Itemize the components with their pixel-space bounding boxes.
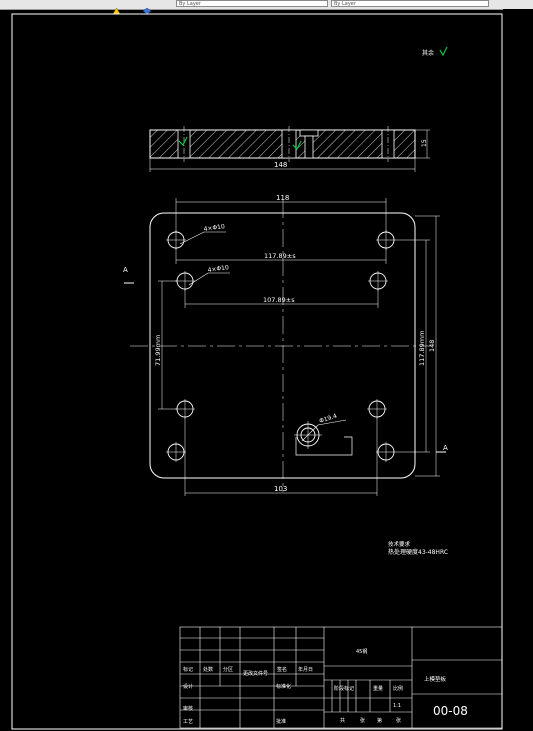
title-block-part-name: 上模垫板	[424, 675, 447, 683]
section-label-left: A	[123, 266, 128, 274]
svg-text:设计: 设计	[183, 683, 193, 690]
section-label-right: A	[443, 444, 448, 452]
svg-text:148: 148	[274, 161, 287, 169]
svg-text:标准化: 标准化	[276, 683, 291, 690]
slot-outline	[295, 436, 353, 456]
svg-text:比例: 比例	[393, 685, 403, 692]
dim-top-width-text: 118	[276, 194, 289, 202]
svg-text:分区: 分区	[223, 666, 233, 673]
dim-side-thickness: 15	[415, 129, 430, 159]
dim-side-length: 148	[149, 158, 416, 172]
title-block-material: 45钢	[356, 648, 367, 655]
dim-inner-width-1-text: 117.89±s	[264, 252, 296, 260]
svg-text:工艺: 工艺	[183, 719, 193, 725]
title-block-text: 标记 处数 分区 更改文件号 签名 年月日 设计 标准化 审核 工艺 批准 阶段…	[183, 666, 403, 725]
dim-bottom-width	[184, 418, 378, 496]
dim-bottom-width-text: 103	[274, 485, 287, 493]
svg-text:审核: 审核	[183, 705, 193, 712]
dim-top-width	[175, 198, 387, 232]
tech-notes-line-1: 热处理硬度43-48HRC	[388, 548, 448, 556]
toolbar: By Layer By Layer	[0, 0, 533, 15]
svg-text:张: 张	[360, 717, 365, 724]
dim-inner-width-1	[175, 248, 387, 264]
dim-right-height-2-text: 148	[428, 340, 436, 352]
svg-text:共: 共	[340, 717, 345, 724]
hole-note-2: 4×Φ10	[207, 264, 229, 274]
roughness-symbol-icon	[439, 46, 448, 57]
svg-text:批准: 批准	[276, 718, 286, 725]
dim-right-height-1-text: 117.89mm	[418, 331, 426, 366]
svg-text:15: 15	[421, 139, 428, 147]
svg-text:张: 张	[396, 717, 401, 724]
dim-inner-width-2-text: 107.89±s	[263, 296, 295, 304]
dim-inner-width-2	[184, 289, 379, 308]
svg-text:处数: 处数	[203, 666, 213, 673]
svg-text:阶段标记: 阶段标记	[334, 685, 354, 692]
section-view	[149, 126, 416, 162]
roughness-label: 其余	[422, 49, 434, 57]
dim-left-height-text: 71.99mm	[154, 335, 162, 366]
tech-notes-title: 技术要求	[388, 540, 411, 548]
layer-properties-icon[interactable]	[142, 0, 152, 15]
svg-text:年月日: 年月日	[298, 666, 313, 673]
title-block-scale: 1:1	[393, 703, 401, 709]
hole-crosshairs	[166, 230, 396, 462]
plan-view	[124, 200, 446, 492]
color-dropdown[interactable]: By Layer	[176, 0, 328, 7]
linetype-dropdown[interactable]: By Layer	[331, 0, 489, 7]
dim-left-height	[158, 280, 177, 410]
title-block	[179, 626, 503, 729]
svg-text:标记: 标记	[183, 666, 193, 673]
hole-note-leaders	[179, 231, 347, 442]
dim-right-height	[396, 215, 440, 477]
right-margin	[503, 9, 533, 731]
title-block-drawing-number: 00-08	[433, 704, 468, 718]
svg-text:签名: 签名	[277, 666, 287, 673]
svg-text:重量: 重量	[373, 685, 383, 692]
svg-text:更改文件号: 更改文件号	[243, 670, 268, 677]
svg-text:第: 第	[377, 717, 382, 724]
drawing-border	[11, 13, 503, 730]
hole-note-1: 4×Φ10	[203, 223, 225, 233]
